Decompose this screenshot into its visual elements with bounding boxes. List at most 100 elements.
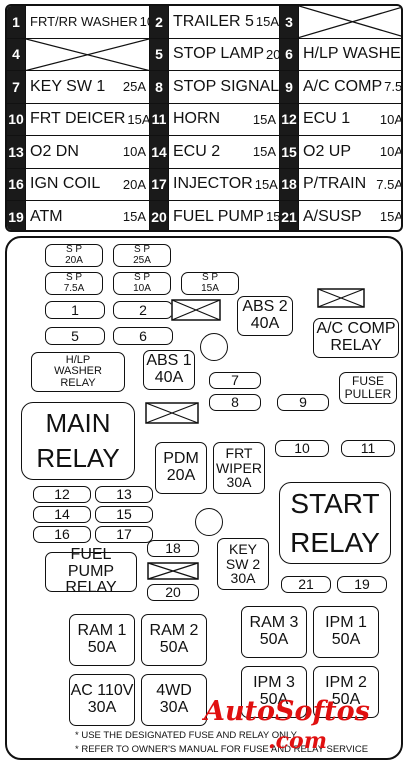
fuse-amp: 15A [252, 111, 276, 127]
abs1-fuse: ABS 1 40A [143, 350, 195, 390]
fuse-entry: HORN 15A [169, 103, 280, 136]
slot-number: 10 [294, 440, 310, 457]
fuse-slot: 10 [275, 440, 329, 457]
fuse-name: O2 DN [30, 142, 79, 160]
fuse-name: INJECTOR [173, 175, 253, 193]
fuse-number: 11 [150, 103, 169, 136]
fuse-name: P/TRAIN [303, 175, 367, 193]
fuse-amp: 7.5A [384, 79, 403, 95]
fuse-name: RAM 2 [149, 622, 199, 640]
frt-wiper-fuse: FRT WIPER 30A [213, 442, 265, 494]
fuse-amp: 10A [379, 111, 403, 127]
fuse-number: 16 [7, 168, 26, 201]
fuse-name: KEY [228, 540, 257, 557]
ac-comp-relay: A/C COMP RELAY [313, 318, 399, 358]
fuse-number: 3 [280, 6, 299, 39]
fuse-name: STOP LAMP [173, 45, 264, 63]
spare-amp: 25A [133, 254, 151, 266]
fuse-entry: O2 DN 10A [26, 136, 150, 169]
fuse-amp: 7.5A [376, 176, 403, 192]
fuse-name: FRT DEICER [30, 110, 126, 128]
fuse-amp: 10A [379, 144, 403, 160]
relay-label: H/LP [65, 353, 91, 366]
spare-label: S P [133, 244, 151, 255]
empty-slot-x [145, 402, 199, 424]
fuse-name: H/LP WASHER [303, 45, 403, 63]
fuse-slot: 11 [341, 440, 395, 457]
fuse-name: O2 UP [303, 142, 352, 160]
fuse-name: ATM [30, 207, 63, 225]
empty-slot-x [317, 288, 365, 308]
fuse-name: ECU 1 [303, 110, 351, 128]
spare-label: S P [65, 244, 83, 255]
fuse-name: A/SUSP [303, 207, 362, 225]
fuse-slot: 19 [337, 576, 387, 593]
fuse-name: PDM [163, 450, 199, 468]
fuse-number: 8 [150, 71, 169, 104]
slot-number: 9 [299, 394, 307, 411]
fuse-amp: 10A [139, 14, 149, 30]
fuse-slot: 2 [113, 301, 173, 319]
fuse-entry: FUEL PUMP15A [169, 201, 280, 230]
relay-label: RELAY [290, 527, 380, 558]
spare-label: S P [201, 272, 219, 283]
slot-number: 15 [116, 506, 132, 523]
abs2-fuse: ABS 2 40A [237, 296, 293, 336]
spare-amp: 10A [133, 282, 151, 294]
fuse-number: 4 [7, 38, 26, 71]
fuse-amp: 15A [127, 111, 150, 127]
fuse-number: 5 [150, 38, 169, 71]
slot-number: 2 [139, 301, 147, 318]
fuse-name: ABS 1 [146, 352, 192, 370]
spare-fuse: S P 20A [45, 244, 103, 267]
fuse-box-panel: S P 20A S P 25A S P 7.5A S P 10A S P 15A… [5, 236, 403, 760]
ram1-fuse: RAM 1 50A [69, 614, 135, 666]
spare-label: S P [65, 272, 83, 283]
fuse-number: 14 [150, 136, 169, 169]
fuse-amp: 15A [265, 209, 280, 225]
fuse-name: RAM 3 [249, 614, 299, 632]
fuse-amp: 20A [166, 467, 196, 484]
fuse-name: ABS 2 [242, 298, 288, 316]
relay-label: A/C COMP [316, 320, 396, 338]
slot-number: 21 [298, 576, 314, 593]
empty-slot-x [147, 562, 199, 580]
fuse-amp: 40A [154, 369, 184, 386]
fuse-amp: 20A [266, 46, 280, 62]
spare-fuse: S P 10A [113, 272, 171, 295]
fuse-number: 13 [7, 136, 26, 169]
fuse-entry: ECU 1 10A [299, 104, 403, 136]
fuse-name: FUEL PUMP [173, 207, 264, 225]
fuse-name: IPM 1 [325, 614, 367, 632]
ipm3-fuse: IPM 3 50A [241, 666, 307, 718]
fuse-name: FRT [225, 444, 253, 461]
fuse-name: HORN [173, 110, 221, 128]
fuel-pump-relay: FUEL PUMP RELAY [45, 546, 137, 596]
fuse-name: STOP SIGNAL [173, 77, 280, 95]
relay-label: RELAY [330, 337, 382, 354]
slot-number: 1 [71, 301, 79, 318]
slot-number: 8 [231, 394, 239, 411]
fuse-name: ECU 2 [173, 142, 221, 160]
fuse-slot: 14 [33, 506, 91, 523]
fuse-number: 20 [150, 201, 169, 230]
fuse-name: TRAILER 5 [173, 12, 254, 30]
fuse-amp: 30A [87, 699, 117, 716]
fuse-amp: 15A [252, 144, 276, 160]
fuse-amp: 10A [122, 144, 146, 160]
fuse-number: 1 [7, 6, 26, 39]
slot-number: 18 [165, 540, 181, 557]
fuse-entry: ECU 2 15A [169, 136, 280, 169]
fuse-slot: 20 [147, 584, 199, 601]
fuse-number: 17 [150, 168, 169, 201]
fuse-number: 7 [7, 71, 26, 104]
slot-number: 17 [116, 526, 132, 543]
slot-number: 19 [354, 576, 370, 593]
fuse-amp: 50A [259, 631, 289, 648]
fuse-number: 15 [280, 136, 299, 169]
fuse-amp: 50A [331, 631, 361, 648]
fuse-name: RAM 1 [77, 622, 127, 640]
spare-fuse: S P 25A [113, 244, 171, 267]
